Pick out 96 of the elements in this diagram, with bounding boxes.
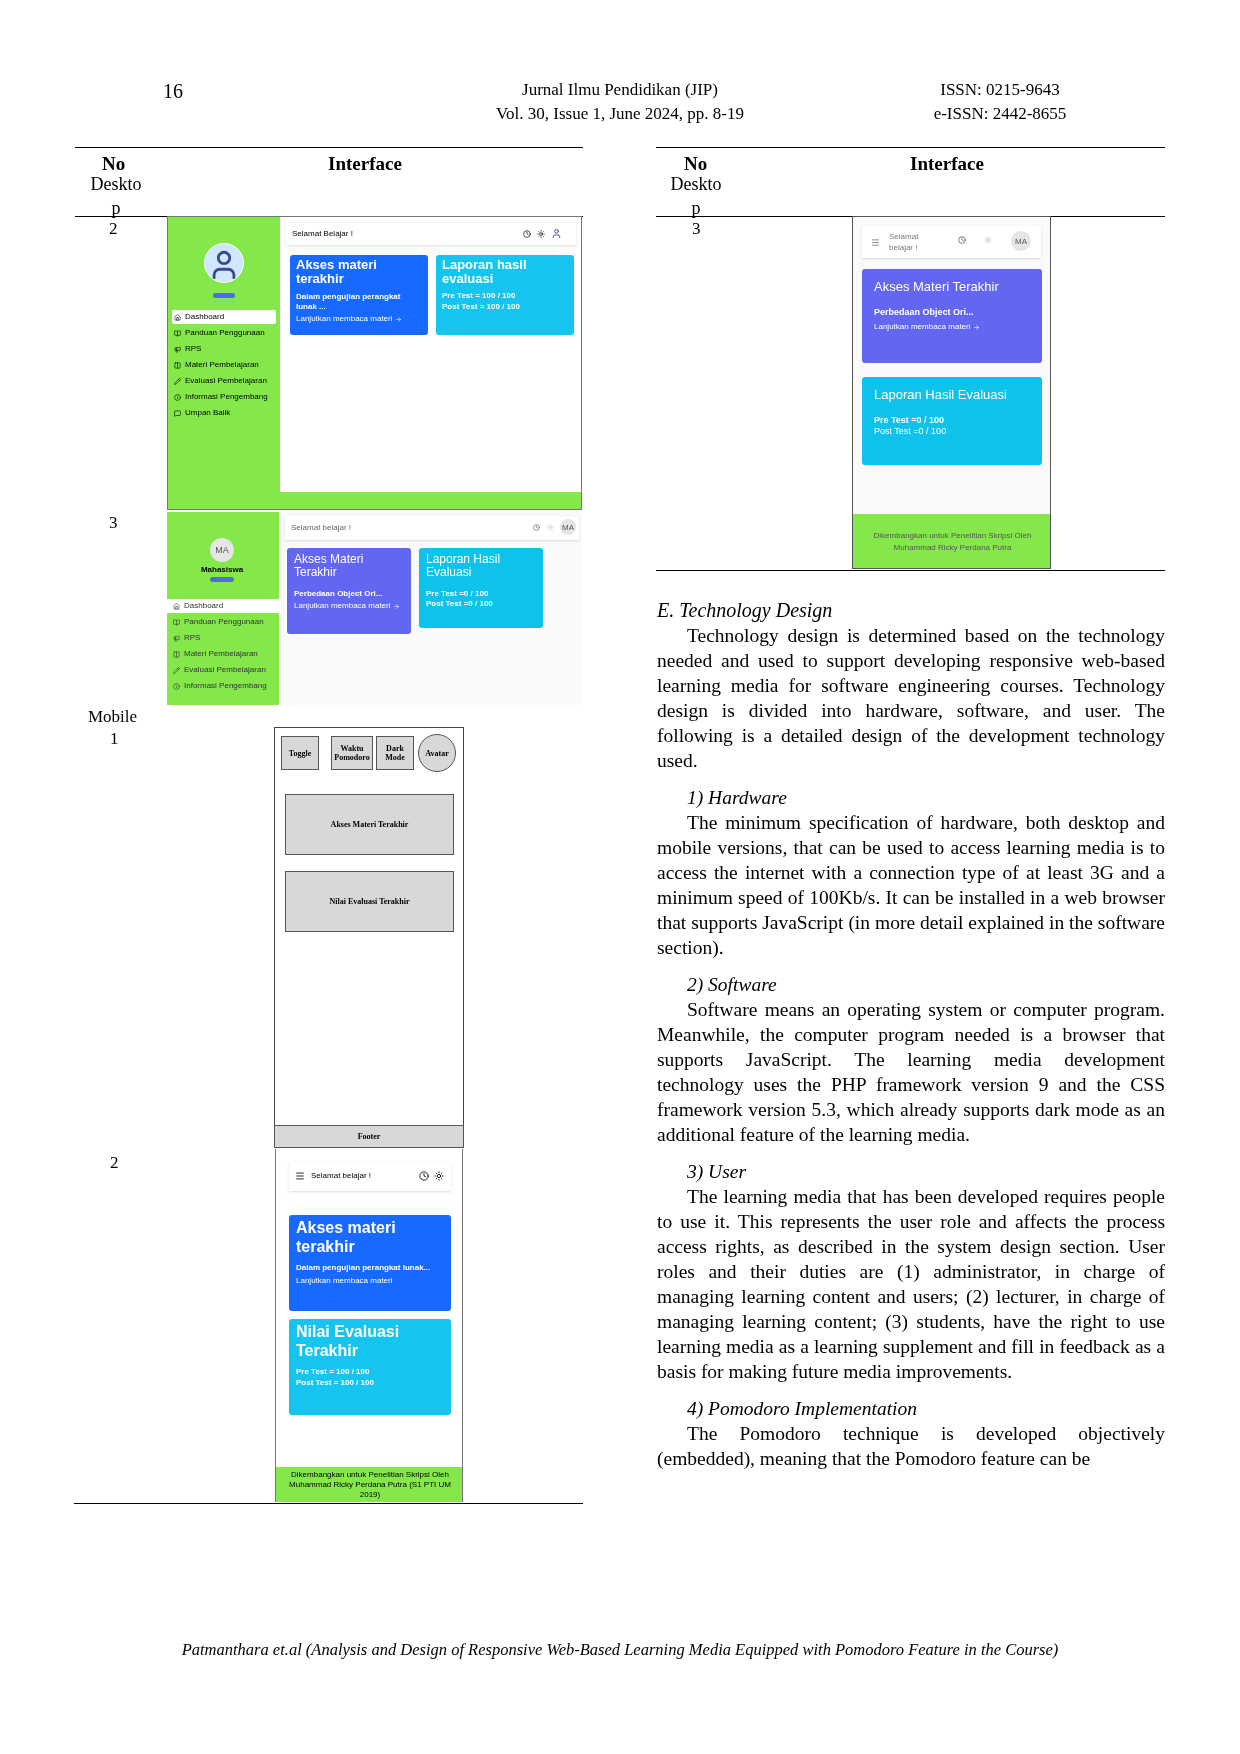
card-text: Pre Test =0 / 100: [874, 415, 946, 426]
card-text: Lanjutkan membaca materi: [296, 1276, 393, 1286]
card-title: Akses materi terakhir: [296, 1218, 397, 1256]
card-title: Akses Materi Terakhir: [294, 553, 365, 579]
card-text: Lanjutkan membaca materi: [294, 601, 391, 611]
greeting-text: Selamat belajar !: [311, 1171, 372, 1181]
row-number: 2: [110, 1152, 119, 1174]
footer-text: Dikembangkan untuk Penelitian Skripsi Oleh Muhammad Ricky Perdana Putra: [872, 530, 1033, 554]
placeholder-label: Akses Materi Terakhir: [330, 820, 409, 829]
placeholder-label: Waktu Pomodoro: [333, 744, 371, 762]
greeting-text: Selamat Belajar !: [292, 229, 353, 239]
card-title: Akses materi terakhir: [296, 258, 378, 286]
page-footer: Patmanthara et.al (Analysis and Design of Responsive Web-Based Learning Media Equipped with Pomodoro Feature in the Course): [181, 1638, 1059, 1663]
menu-item: Evaluasi Pembelajaran: [184, 665, 266, 675]
avatar-initials: MA: [1015, 236, 1027, 246]
menu-item: Informasi Pengembang: [184, 681, 267, 691]
menu-item: Evaluasi Pembelajaran: [185, 376, 267, 386]
row-number: 1: [110, 728, 119, 750]
row-number: 3: [109, 512, 118, 534]
placeholder-label: Footer: [357, 1132, 381, 1141]
menu-item: Materi Pembelajaran: [185, 360, 259, 370]
column-header: No: [102, 152, 126, 176]
dashboard-card: [289, 1319, 451, 1415]
paragraph: Technology design is determined based on the technology needed and used to support developing responsive web-based learning media for software engineering courses. Technology design is divided into hardware, software, and user. The following is a detailed design of the development technology used.: [657, 624, 1165, 773]
card-text: Perbedaan Object Ori...: [294, 589, 384, 599]
journal-name: Jurnal Ilmu Pendidikan (JIP): [522, 79, 718, 101]
card-text: Pre Test =0 / 100: [426, 589, 490, 599]
subsection-heading: 3) User: [686, 1160, 748, 1184]
card-text: Pre Test = 100 / 100: [442, 291, 517, 301]
card-text: Dalam pengujian perangkat lunak ...: [296, 292, 402, 312]
footer-text: Dikembangkan untuk Penelitian Skripsi Oleh Muhammad Ricky Perdana Putra (S1 PTI UM 2019): [288, 1469, 452, 1500]
dashboard-card: [436, 255, 574, 335]
menu-item: Umpan Balik: [185, 408, 231, 418]
card-text: Lanjutkan membaca materi: [296, 314, 393, 324]
card-title: Laporan Hasil Evaluasi: [426, 553, 502, 579]
dashboard-card: [419, 548, 543, 628]
section-heading: E. Technology Design: [657, 598, 834, 623]
menu-item: Materi Pembelajaran: [184, 649, 258, 659]
menu-item: RPS: [185, 344, 202, 354]
row-number: 2: [109, 218, 118, 240]
row-group-label: Desktop: [669, 173, 723, 220]
dashboard-card: [289, 1215, 451, 1311]
dashboard-card: [287, 548, 411, 634]
card-text: Dalam pengujian perangkat lunak...: [296, 1263, 432, 1273]
placeholder-box: [285, 871, 454, 932]
subsection-heading: 4) Pomodoro Implementation: [686, 1397, 918, 1421]
subsection-heading: 1) Hardware: [686, 786, 788, 810]
card-title: Akses Materi Terakhir: [874, 279, 1000, 295]
placeholder-box: [331, 736, 373, 770]
menu-item: Panduan Penggunaan: [184, 617, 264, 627]
issn: ISSN: 0215-9643: [940, 79, 1060, 101]
menu-item: Informasi Pengembang: [185, 392, 268, 402]
menu-item: Dashboard: [185, 312, 225, 322]
placeholder-box: [281, 736, 319, 770]
journal-issue: Vol. 30, Issue 1, June 2024, pp. 8-19: [495, 103, 745, 125]
dashboard-card: [862, 269, 1042, 363]
avatar-initials: MA: [562, 522, 574, 532]
column-header: Interface: [328, 152, 402, 176]
paragraph: Software means an operating system or computer program. Meanwhile, the computer program needed is a browser that supports JavaScript. The learning media development technology uses the PHP framework version 9 and the CSS framework version 5.3, which already supports dark mode as an additional feature of the learning media.: [657, 998, 1165, 1147]
row-group-label: Desktop: [89, 173, 143, 220]
card-text: Post Test = 100 / 100: [442, 302, 520, 312]
user-role: Mahasiswa: [199, 565, 245, 575]
menu-item: Dashboard: [184, 601, 224, 611]
card-title: Nilai Evaluasi Terakhir: [296, 1322, 401, 1360]
dashboard-card: [862, 377, 1042, 465]
placeholder-label: Nilai Evaluasi Terakhir: [329, 897, 410, 906]
paragraph: The Pomodoro technique is developed objectively (embedded), meaning that the Pomodoro feature can be: [657, 1422, 1165, 1471]
card-text: Lanjutkan membaca materi: [874, 322, 971, 332]
page-number: 16: [163, 79, 183, 104]
placeholder-label: Dark Mode: [384, 744, 406, 762]
greeting-text: Selamat belajar !: [889, 231, 920, 253]
row-number: 3: [692, 218, 701, 240]
card-text: Post Test = 100 / 100: [296, 1378, 374, 1388]
menu-item: RPS: [184, 633, 201, 643]
card-text: Perbedaan Object Ori...: [874, 307, 975, 318]
subsection-heading: 2) Software: [686, 973, 778, 997]
row-group-label: Mobile: [88, 706, 138, 728]
greeting-text: Selamat belajar !: [291, 523, 352, 533]
paragraph: The learning media that has been developed requires people to use it. This represents the user role and affects the process access rights, as described in the system design section. User roles and their duties are (1) administrator, in charge of managing learning content and users; (2) lecturer, in charge of managing learning content; (3) students, have the right to use learning media as a learning supplement and fill in feedback as a basis for making future media improvements.: [657, 1185, 1165, 1384]
placeholder-box: [285, 794, 454, 855]
menu-item: Panduan Penggunaan: [185, 328, 265, 338]
card-text: Pre Test = 100 / 100: [296, 1367, 371, 1377]
placeholder-box: [376, 736, 414, 770]
placeholder-label: Avatar: [425, 748, 449, 758]
dashboard-card: [290, 255, 428, 335]
card-title: Laporan hasil evaluasi: [442, 258, 528, 286]
column-header: Interface: [910, 152, 984, 176]
card-text: Post Test =0 / 100: [874, 426, 947, 437]
placeholder-label: Toggle: [288, 748, 312, 758]
column-header: No: [684, 152, 708, 176]
card-title: Laporan Hasil Evaluasi: [874, 387, 1008, 403]
avatar-initials: MA: [215, 545, 229, 555]
card-text: Post Test =0 / 100: [426, 599, 493, 609]
paragraph: The minimum specification of hardware, both desktop and mobile versions, that can be used to access learning media is to access the internet with a connection type of at least 3G and a minimum speed of 100Kb/s. It can be installed in a web browser that supports JavaScript (in more detail explained in the software section).: [657, 811, 1165, 960]
e-issn: e-ISSN: 2442-8655: [933, 103, 1067, 125]
placeholder-box: [274, 1125, 464, 1148]
